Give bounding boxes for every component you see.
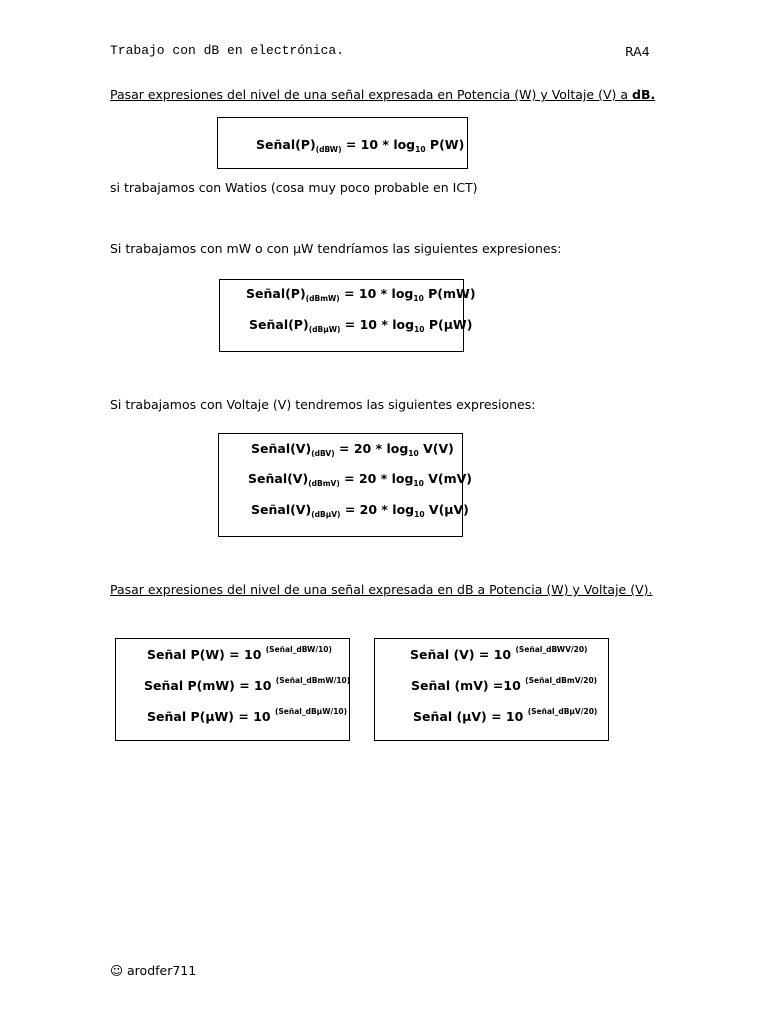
formula-box-dbmw-dbuw: Señal(P)(dBmW) = 10 * log10 P(mW) Señal(… bbox=[219, 279, 476, 352]
document-title: Trabajo con dB en electrónica. bbox=[110, 43, 345, 58]
formula-dbv: Señal(V)(dBV) = 20 * log10 V(V) bbox=[251, 441, 454, 458]
formula-box-power: Señal P(W) = 10 (Señal_dBW/10) Señal P(m… bbox=[115, 638, 350, 741]
formula-box-volts: Señal (V) = 10 (Señal_dBWV/20) Señal (mV… bbox=[374, 638, 609, 741]
formula-dbuw: Señal(P)(dBµW) = 10 * log10 P(µW) bbox=[249, 317, 473, 334]
formula-dbuv: Señal(V)(dBµV) = 20 * log10 V(µV) bbox=[251, 502, 469, 519]
voltage-intro: Si trabajamos con Voltaje (V) tendremos … bbox=[110, 397, 536, 412]
formula-dbmw: Señal(P)(dBmW) = 10 * log10 P(mW) bbox=[246, 286, 476, 303]
document-code: RA4 bbox=[625, 44, 650, 59]
smiley-icon: ☺ bbox=[110, 963, 124, 978]
watts-note: si trabajamos con Watios (cosa muy poco … bbox=[110, 180, 478, 195]
formula-volt-v: Señal (V) = 10 (Señal_dBWV/20) bbox=[410, 645, 588, 662]
formula-volt-mv: Señal (mV) =10 (Señal_dBmV/20) bbox=[411, 676, 598, 693]
formula-dbw: Señal(P)(dBW) = 10 * log10 P(W) bbox=[256, 137, 465, 154]
section1-heading: Pasar expresiones del nivel de una señal… bbox=[110, 87, 655, 103]
formula-volt-uv: Señal (µV) = 10 (Señal_dBµV/20) bbox=[413, 707, 598, 724]
section1-heading-bold: dB. bbox=[632, 87, 656, 102]
formula-power-mw: Señal P(mW) = 10 (Señal_dBmW/10) bbox=[144, 676, 351, 693]
formula-box-voltage: Señal(V)(dBV) = 20 * log10 V(V) Señal(V)… bbox=[218, 433, 472, 537]
formula-box-dbw: Señal(P)(dBW) = 10 * log10 P(W) bbox=[217, 117, 468, 169]
formula-power-w: Señal P(W) = 10 (Señal_dBW/10) bbox=[147, 645, 332, 662]
author-name: arodfer711 bbox=[127, 963, 197, 978]
formula-dbmv: Señal(V)(dBmV) = 20 * log10 V(mV) bbox=[248, 471, 472, 488]
footer-author: ☺ arodfer711 bbox=[110, 963, 196, 979]
mw-intro: Si trabajamos con mW o con µW tendríamos… bbox=[110, 241, 562, 256]
formula-power-uw: Señal P(µW) = 10 (Señal_dBµW/10) bbox=[147, 707, 348, 724]
section1-heading-text: Pasar expresiones del nivel de una señal… bbox=[110, 87, 633, 102]
section2-heading: Pasar expresiones del nivel de una señal… bbox=[110, 582, 653, 597]
